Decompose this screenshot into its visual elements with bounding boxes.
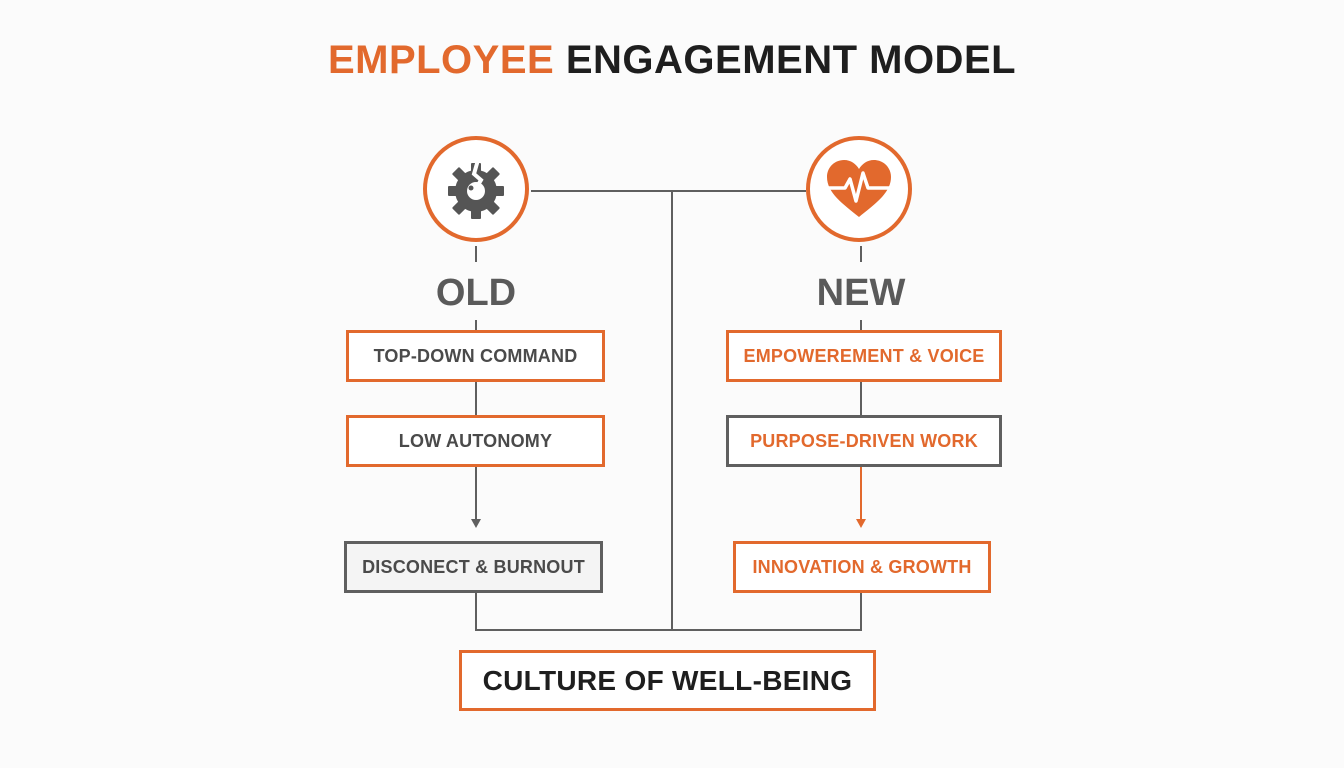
title-rest: ENGAGEMENT MODEL (565, 38, 1017, 82)
title-accent: EMPLOYEE (327, 38, 555, 82)
heart-pulse-icon (825, 160, 893, 217)
old-outcome: DISCONECT & BURNOUT (344, 541, 603, 593)
old-step-low-autonomy: LOW AUTONOMY (346, 415, 605, 467)
old-arrow-head (471, 519, 481, 528)
old-icon-circle (423, 136, 529, 242)
new-step-empowerment: EMPOWEREMENT & VOICE (726, 330, 1002, 382)
diagram-title: EMPLOYEE ENGAGEMENT MODEL (0, 38, 1344, 83)
broken-gear-icon (448, 159, 504, 219)
result-box: CULTURE OF WELL-BEING (459, 650, 876, 711)
new-outcome: INNOVATION & GROWTH (733, 541, 991, 593)
new-label: NEW (816, 272, 906, 314)
new-step-purpose: PURPOSE-DRIVEN WORK (726, 415, 1002, 467)
old-step-top-down: TOP-DOWN COMMAND (346, 330, 605, 382)
old-label: OLD (435, 272, 517, 314)
new-arrow-head (856, 519, 866, 528)
new-icon-circle (806, 136, 912, 242)
